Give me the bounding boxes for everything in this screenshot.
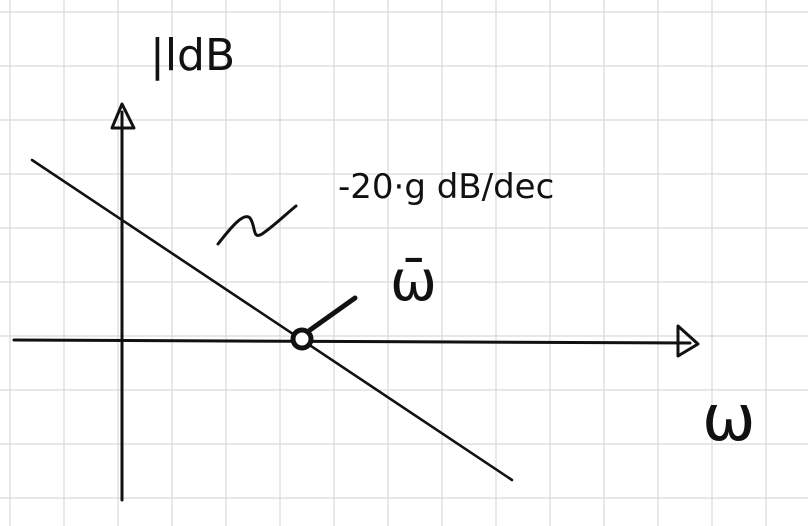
tilde-mark bbox=[216, 204, 298, 246]
slope-label: -20·g dB/dec bbox=[338, 167, 554, 207]
x-axis bbox=[12, 338, 692, 345]
x-axis-label: ω bbox=[702, 382, 756, 456]
crossing-frequency-label: ω̄ bbox=[390, 249, 437, 314]
y-axis-arrowhead bbox=[110, 102, 136, 130]
crossing-pointer bbox=[307, 295, 358, 333]
magnitude-asymptote bbox=[30, 158, 514, 482]
y-axis-label: |ldB bbox=[150, 30, 235, 81]
x-axis-arrowhead bbox=[676, 324, 700, 358]
crossing-point bbox=[290, 327, 314, 351]
